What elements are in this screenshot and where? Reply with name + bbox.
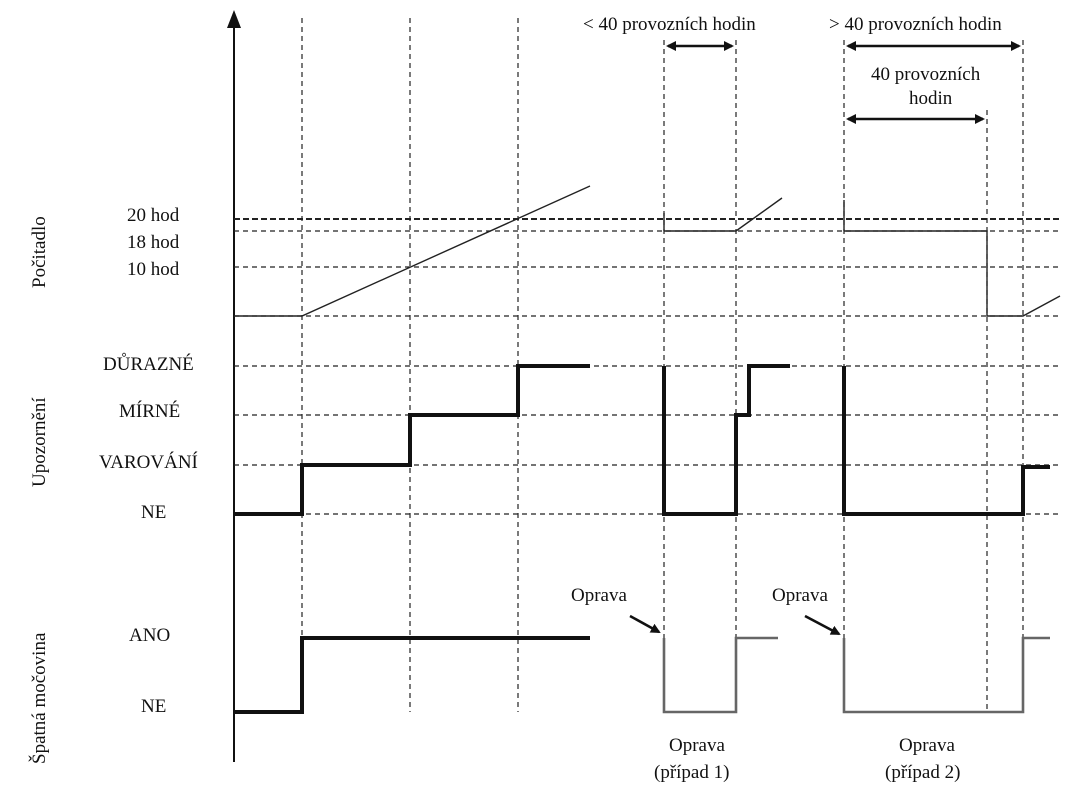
level-label-mild: MÍRNÉ [119,400,180,422]
level-label-10h: 10 hod [127,259,180,280]
urea-trace-main [234,636,590,714]
span-label-case2-inner-2: hodin [909,88,953,109]
group-label-bad-urea: Špatná močovina [28,632,50,764]
repair-label-case2: Oprava [772,585,828,606]
counter-trace-case1 [664,197,783,232]
level-label-yes: ANO [129,625,170,646]
caption-case1-line1: Oprava [669,735,725,756]
caption-case2-line1: Oprava [899,735,955,756]
warning-trace-main [234,364,590,516]
counter-trace-main [234,185,591,317]
counter-trace-case2 [844,230,1061,317]
y-axis-arrow [227,10,241,28]
repair-label-case1: Oprava [571,585,627,606]
repair-pointer-case1 [629,614,661,634]
level-label-18h: 18 hod [127,232,180,253]
caption-case1-line2: (případ 1) [654,762,729,783]
level-label-no: NE [141,696,166,717]
level-label-no-warning: NE [141,502,166,523]
urea-trace-case2 [842,636,1050,714]
warning-trace-case1 [662,364,790,516]
span-label-case2: > 40 provozních hodin [829,14,1002,35]
warning-trace-case2 [842,366,1050,516]
span-label-case1: < 40 provozních hodin [583,14,756,35]
group-label-counter: Počitadlo [29,216,50,288]
urea-trace-case1 [662,636,778,714]
group-label-warning: Upozornění [29,397,50,487]
level-label-20h: 20 hod [127,205,180,226]
level-label-strong: DŮRAZNÉ [103,353,194,375]
caption-case2-line2: (případ 2) [885,762,960,783]
repair-pointer-case2 [804,614,841,636]
level-label-warning: VAROVÁNÍ [99,451,198,473]
span-label-case2-inner-1: 40 provozních [871,64,981,85]
